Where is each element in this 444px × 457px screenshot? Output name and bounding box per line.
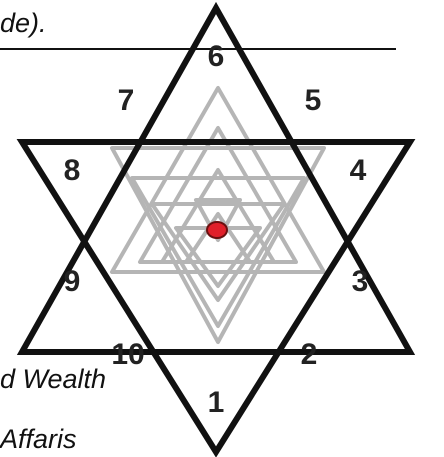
- inner-yantra: [112, 88, 324, 342]
- star-point-label-left-lower: 9: [64, 265, 81, 298]
- bindu-dot: [207, 222, 227, 238]
- star-point-label-bottom: 1: [208, 386, 225, 419]
- star-point-label-lower-left: 10: [111, 338, 144, 371]
- star-point-label-top: 6: [208, 40, 225, 73]
- star-point-label-left-upper: 8: [64, 154, 81, 187]
- star-point-label-right-upper: 4: [350, 154, 367, 187]
- star-point-label-upper-left: 7: [118, 84, 135, 117]
- star-point-label-right-lower: 3: [352, 265, 369, 298]
- star-point-label-lower-right: 2: [301, 338, 318, 371]
- star-point-label-upper-right: 5: [305, 84, 322, 117]
